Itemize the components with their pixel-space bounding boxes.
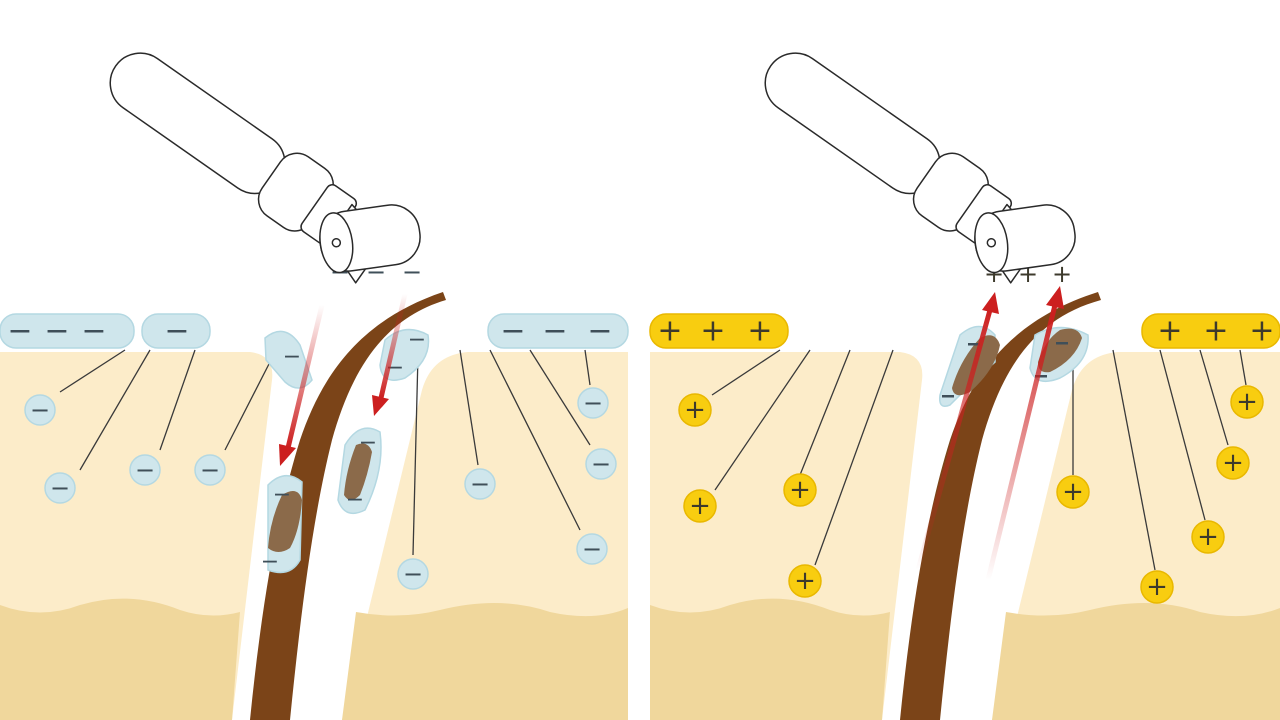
nerve-lines	[711, 349, 1247, 571]
sebum-deposits	[268, 443, 372, 552]
charge-symbol: −	[261, 550, 279, 575]
nerve-lines	[59, 349, 591, 556]
charge-symbol: +	[794, 566, 816, 596]
charge-symbol: −	[583, 389, 603, 417]
charge-symbol: +	[1062, 477, 1084, 507]
charge-symbol: −	[470, 470, 490, 498]
charge-markers	[24, 387, 617, 590]
charge-symbol: −	[591, 450, 611, 478]
charge-symbol: −	[500, 314, 525, 349]
charge-symbol: −	[273, 483, 291, 508]
charge-symbol: −	[408, 328, 426, 353]
roller-device-icon	[764, 52, 1076, 284]
charge-symbol: +	[1222, 448, 1244, 478]
skin-left-block	[650, 352, 923, 720]
charge-symbol: −	[135, 456, 155, 484]
panel-negative-charge: − − − − − − − − − − − − − − − − − − − − …	[0, 52, 629, 720]
charge-symbol: +	[1236, 387, 1258, 417]
charge-symbol: +	[1157, 314, 1182, 349]
roller-device-icon	[109, 52, 421, 284]
charge-symbol: −	[542, 314, 567, 349]
charge-symbol: +	[1249, 314, 1274, 349]
charge-symbol: +	[1052, 260, 1072, 288]
skin-left-block	[0, 352, 273, 720]
charge-symbol: +	[689, 491, 711, 521]
charge-symbol: +	[789, 475, 811, 505]
charge-symbols: + + + + + + + + + + + + + + + + + +	[657, 260, 1274, 602]
hair-strand-icon	[900, 292, 1101, 720]
hair-strand-icon	[250, 292, 446, 720]
charge-symbol: −	[81, 314, 106, 349]
charge-symbol: +	[684, 395, 706, 425]
charge-symbol: −	[582, 535, 602, 563]
charge-symbol: −	[200, 456, 220, 484]
arrow-icon	[915, 286, 1064, 583]
follicle-negative-residue	[942, 342, 1068, 398]
charge-symbol: +	[1146, 572, 1168, 602]
charge-symbol: −	[283, 345, 301, 370]
skin-right-block	[992, 352, 1280, 720]
charge-symbol: −	[30, 396, 50, 424]
charge-symbol: −	[402, 258, 422, 286]
charge-symbol: −	[359, 431, 377, 456]
charge-symbol: +	[747, 314, 772, 349]
arrow-icon	[279, 291, 408, 466]
charge-symbol: +	[1203, 314, 1228, 349]
charge-symbol: −	[587, 314, 612, 349]
charge-symbol: −	[7, 314, 32, 349]
skin-right-block	[342, 352, 628, 720]
charge-symbol: +	[700, 314, 725, 349]
charge-symbol: −	[44, 314, 69, 349]
panel-positive-charge: + + + + + + + + + + + + + + + + + +	[649, 52, 1280, 720]
charge-symbol: +	[1197, 522, 1219, 552]
panel-divider	[630, 300, 648, 720]
charge-symbol: −	[50, 474, 70, 502]
charge-markers	[678, 385, 1264, 604]
charge-symbol: −	[164, 314, 189, 349]
charge-symbol: +	[657, 314, 682, 349]
charge-symbol: −	[403, 560, 423, 588]
charge-symbol: −	[346, 488, 364, 513]
